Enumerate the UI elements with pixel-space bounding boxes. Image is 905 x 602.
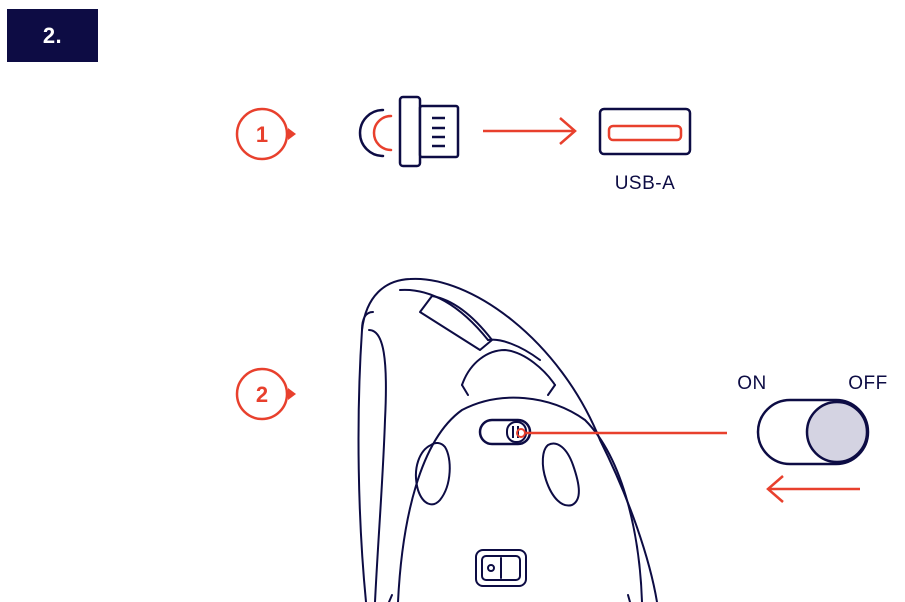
power-switch-icon — [756, 398, 870, 466]
switch-off-label: OFF — [848, 373, 888, 394]
switch-on-label: ON — [737, 373, 767, 394]
usb-a-port-icon — [598, 107, 692, 156]
wireless-receiver-icon — [358, 95, 460, 168]
usb-a-label: USB-A — [615, 173, 676, 194]
sub-step-1-marker: 1 — [235, 107, 296, 161]
sub-step-1-number: 1 — [256, 122, 268, 147]
sub-step-2-marker: 2 — [235, 367, 296, 421]
step-number-badge: 2. — [7, 9, 98, 62]
mouse-power-switch — [478, 418, 532, 446]
arrow-right-icon — [483, 117, 577, 145]
arrow-left-icon — [766, 475, 860, 503]
sub-step-2-number: 2 — [256, 382, 268, 407]
